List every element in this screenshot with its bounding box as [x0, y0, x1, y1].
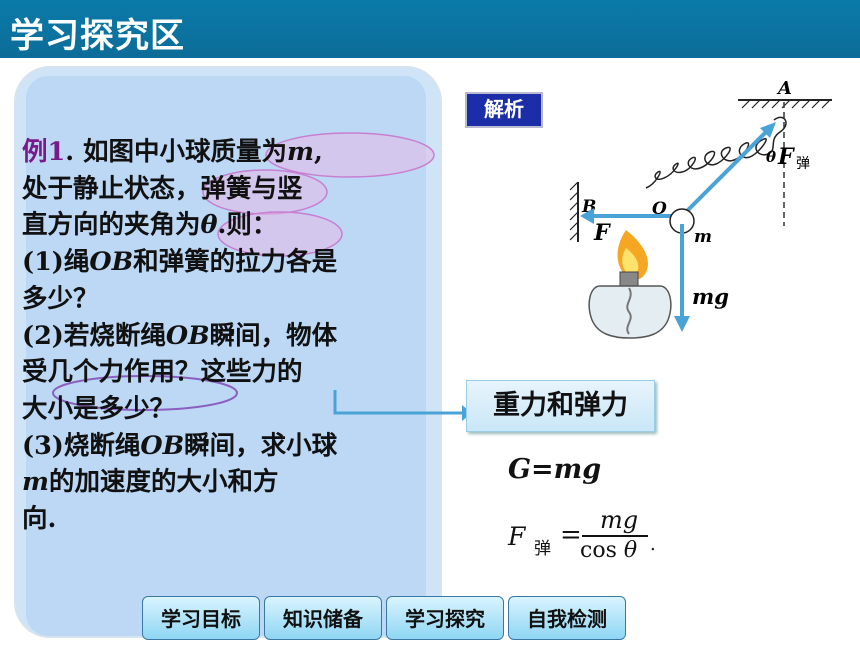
nav-selftest-button[interactable]: 自我检测 — [508, 596, 626, 640]
header-bar: 学习探究区 — [0, 0, 860, 58]
label-m: m — [694, 227, 712, 247]
spring-force-formula: F 弹 = mg cos θ . — [508, 506, 668, 566]
section-title: 学习探究区 — [10, 16, 185, 56]
alcohol-lamp — [588, 230, 672, 339]
formula-equals: = — [560, 520, 582, 550]
tension-arrowhead — [580, 208, 594, 224]
formula-sub: 弹 — [534, 539, 551, 559]
gravity-equation: G=mg — [508, 454, 602, 485]
nav-goals-button[interactable]: 学习目标 — [142, 596, 260, 640]
formula-numerator: mg — [600, 506, 639, 534]
wall-hatch — [569, 181, 579, 241]
example-label: 例1 — [22, 137, 66, 167]
label-F: F — [593, 220, 611, 246]
spring — [645, 116, 787, 189]
highlight-mass — [265, 132, 435, 178]
label-theta: θ — [766, 148, 776, 166]
label-F-spring-sub: 弹 — [796, 156, 810, 172]
analysis-button[interactable]: 解析 — [465, 92, 543, 128]
lamp-wick — [626, 287, 632, 335]
formula-period: . — [650, 534, 656, 555]
nav-explore-button[interactable]: 学习探究 — [386, 596, 504, 640]
label-A: A — [776, 78, 792, 99]
label-F-spring: F — [777, 144, 795, 170]
lamp-cap — [619, 271, 639, 287]
flame-inner — [622, 248, 639, 275]
highlight-angle — [217, 211, 343, 257]
spring-arrowhead — [760, 122, 776, 138]
force-diagram: A θ F 弹 B F O m mg — [569, 78, 832, 339]
fraction-bar — [582, 535, 648, 537]
highlight-forces — [52, 375, 238, 411]
ceiling-hatch — [741, 99, 831, 109]
spring-force-arrow — [680, 126, 772, 218]
connector-line — [333, 390, 462, 415]
label-O: O — [652, 199, 667, 219]
gravity-arrowhead — [674, 316, 690, 332]
nav-knowledge-button[interactable]: 知识储备 — [264, 596, 382, 640]
question-text: 例1. 如图中小球质量为m, 处于静止状态，弹簧与竖 直方向的夹角为θ.则： (… — [22, 137, 338, 535]
label-mg: mg — [692, 284, 729, 309]
formula-lhs: F — [508, 522, 526, 551]
formula-denominator: cos θ — [580, 538, 638, 563]
answer-box: 重力和弹力 — [466, 380, 655, 432]
